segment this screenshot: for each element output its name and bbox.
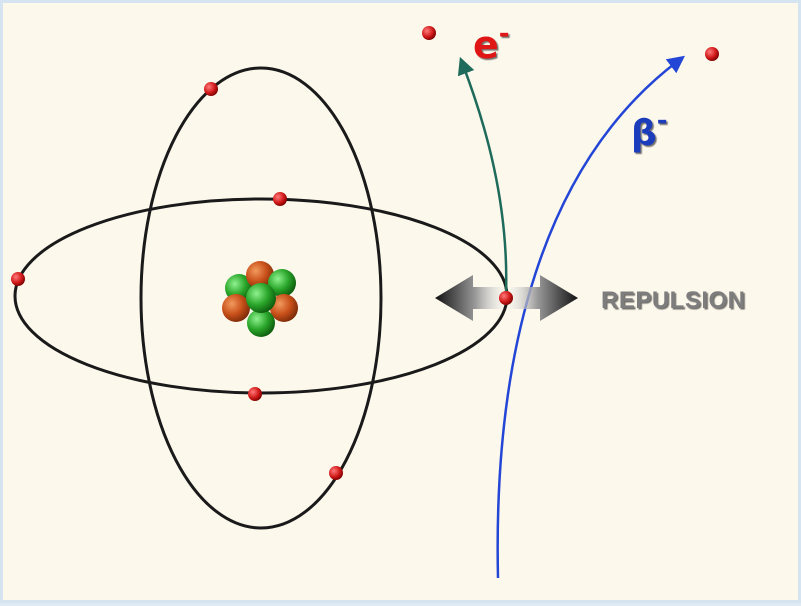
- beta-repulsion-diagram: e- β- REPULSION: [11, 19, 746, 579]
- orbital-electron: [273, 192, 287, 206]
- beta-particle: [705, 47, 719, 61]
- nucleon-proton: [222, 294, 250, 322]
- vertical-orbit: [139, 66, 383, 530]
- repulsion-arrow-left: [435, 275, 503, 321]
- nucleon-proton: [246, 261, 274, 289]
- electron-label: e-: [473, 19, 510, 67]
- ejected-electron: [422, 26, 436, 40]
- nucleus: [222, 261, 298, 337]
- nucleon-neutron: [246, 283, 276, 313]
- orbital-electron: [329, 466, 343, 480]
- orbital-electron: [248, 387, 262, 401]
- beta-particle-path: [496, 55, 685, 579]
- beta-symbol: β: [631, 113, 657, 154]
- repulsion-arrow-right: [510, 275, 578, 321]
- orbital-electron: [204, 82, 218, 96]
- nucleon-neutron: [268, 269, 296, 297]
- repulsion-arrow: [435, 275, 578, 321]
- repelled-electron: [499, 291, 513, 305]
- nucleon-proton: [270, 294, 298, 322]
- beta-superscript: -: [657, 106, 668, 136]
- electron-superscript: -: [499, 19, 510, 49]
- beta-label: β-: [631, 106, 668, 154]
- orbital-electron: [11, 272, 25, 286]
- nucleon-neutron: [247, 309, 275, 337]
- repulsion-label: REPULSION: [601, 287, 746, 314]
- electron-symbol: e: [473, 23, 499, 67]
- ejected-electron-path: [457, 56, 508, 296]
